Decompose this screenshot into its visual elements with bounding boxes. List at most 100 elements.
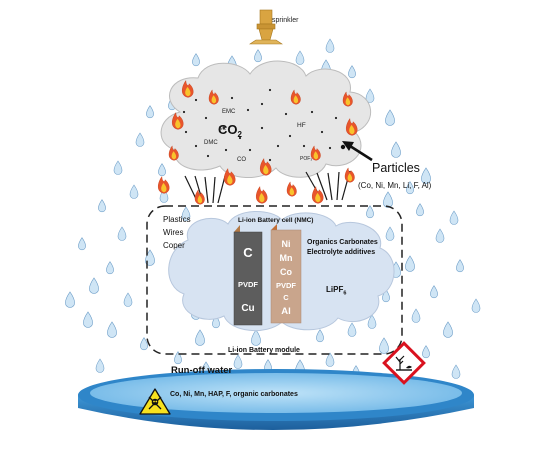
- water-drop-icon: [383, 191, 393, 208]
- particle-dot: [334, 116, 338, 120]
- water-drop-icon: [251, 329, 261, 346]
- battery-module-outline: [146, 205, 403, 355]
- water-drop-icon: [385, 226, 395, 241]
- water-drop-icon: [325, 38, 335, 53]
- particle-dot: [194, 98, 198, 102]
- gas-pof3: POF₃: [300, 156, 312, 162]
- particles-arrow: [340, 141, 373, 162]
- module-title: Li-ion Battery module: [228, 347, 300, 354]
- flame-core: [347, 173, 353, 182]
- water-drop-icon: [254, 49, 262, 63]
- module-material-coper: Coper: [163, 241, 185, 250]
- pool-water: [90, 373, 462, 413]
- electrolyte-line-1: Organics Carbonates: [307, 239, 378, 246]
- smoke-main-gas: CO2: [218, 122, 243, 139]
- flames: [158, 79, 358, 205]
- water-drop-icon: [367, 314, 377, 329]
- water-drop-icon: [83, 311, 93, 328]
- water-drop-icon: [348, 65, 356, 79]
- anode-cu: Cu: [241, 303, 254, 314]
- particle-dot: [268, 158, 272, 162]
- particle-dot: [276, 144, 280, 148]
- module-material-plastics: Plastics: [163, 215, 191, 224]
- flame-core: [211, 95, 217, 104]
- toxic-hazard-icon: [139, 388, 171, 415]
- water-drop-icon: [129, 184, 139, 199]
- particles-elements: (Co, Ni, Mn, Li, F, Al): [358, 181, 432, 190]
- water-drop-icon: [422, 345, 430, 359]
- particles-title: Particles: [372, 161, 420, 175]
- flame-core: [161, 182, 167, 193]
- water-drop-icon: [405, 255, 415, 272]
- flame-core: [227, 174, 233, 185]
- gas-dmc: DMC: [204, 140, 218, 146]
- particle-dot: [260, 102, 264, 106]
- particle-dot: [302, 144, 306, 148]
- water-drop-icon: [233, 354, 243, 369]
- electrolyte-line-2: Electrolyte additives: [307, 249, 375, 256]
- particle-dot: [288, 134, 292, 138]
- water-drop-icon: [421, 167, 431, 184]
- cell-title: Li-ion Battery cell (NMC): [238, 217, 313, 224]
- runoff-title: Run-off water: [171, 365, 233, 376]
- water-drop-icon: [443, 321, 453, 338]
- particle-dot: [184, 130, 188, 134]
- particle-dot: [268, 88, 272, 92]
- smoke-particle-dots: [182, 88, 338, 162]
- water-drop-icon: [451, 364, 461, 379]
- particle-dot: [204, 116, 208, 120]
- particle-dot: [182, 110, 186, 114]
- anode-c: C: [243, 245, 253, 260]
- water-drop-icon: [435, 228, 445, 243]
- flame-core: [185, 86, 191, 97]
- gas-emc: EMC: [222, 109, 236, 115]
- gas-hf: HF: [297, 122, 306, 129]
- particle-dot: [320, 130, 324, 134]
- runoff-pool: [78, 369, 474, 430]
- smoke-trails: [184, 170, 351, 204]
- water-drop-icon: [430, 285, 438, 299]
- water-drop-icon: [365, 88, 375, 103]
- anode-pvdf: PVDF: [238, 280, 258, 289]
- water-drop-icon: [449, 210, 459, 225]
- particle-dot: [310, 110, 314, 114]
- flame-core: [197, 195, 203, 204]
- water-drop-icon: [135, 132, 145, 147]
- water-drop-icon: [325, 352, 335, 367]
- water-drop-icon: [140, 337, 148, 351]
- water-drop-icon: [78, 237, 86, 251]
- water-drop-icon: [192, 53, 200, 67]
- water-drop-icon: [456, 259, 464, 273]
- water-drop-icon: [65, 291, 75, 308]
- water-drop-icon: [106, 261, 114, 275]
- particle-dot: [194, 144, 198, 148]
- particle-dot: [230, 96, 234, 100]
- particle-dot: [206, 154, 210, 158]
- water-drop-icon: [411, 308, 421, 323]
- water-drop-icon: [181, 206, 191, 221]
- flame-core: [175, 118, 181, 129]
- water-drop-icon: [89, 277, 99, 294]
- water-drop-icon: [366, 205, 374, 219]
- particle-dot: [238, 136, 242, 140]
- water-drop-icon: [416, 203, 424, 217]
- flame-core: [313, 151, 319, 160]
- water-drop-icon: [406, 181, 414, 195]
- co2-text: CO: [218, 122, 238, 137]
- anode-electrode: [233, 225, 263, 326]
- water-drop-icon: [158, 163, 166, 177]
- water-drop-icon: [123, 292, 133, 307]
- sprinkler-icon: [249, 9, 283, 45]
- gas-ec: EC: [219, 126, 226, 132]
- water-drop-icon: [471, 298, 481, 313]
- water-drop-icon: [95, 358, 105, 373]
- flame-core: [289, 187, 295, 196]
- cathode-co: Co: [280, 267, 292, 277]
- water-drop-icon: [113, 160, 123, 175]
- salt-text: LiPF: [326, 285, 343, 294]
- flame-core: [349, 124, 355, 135]
- environment-hazard-icon: [382, 341, 426, 385]
- flame-core: [171, 151, 177, 160]
